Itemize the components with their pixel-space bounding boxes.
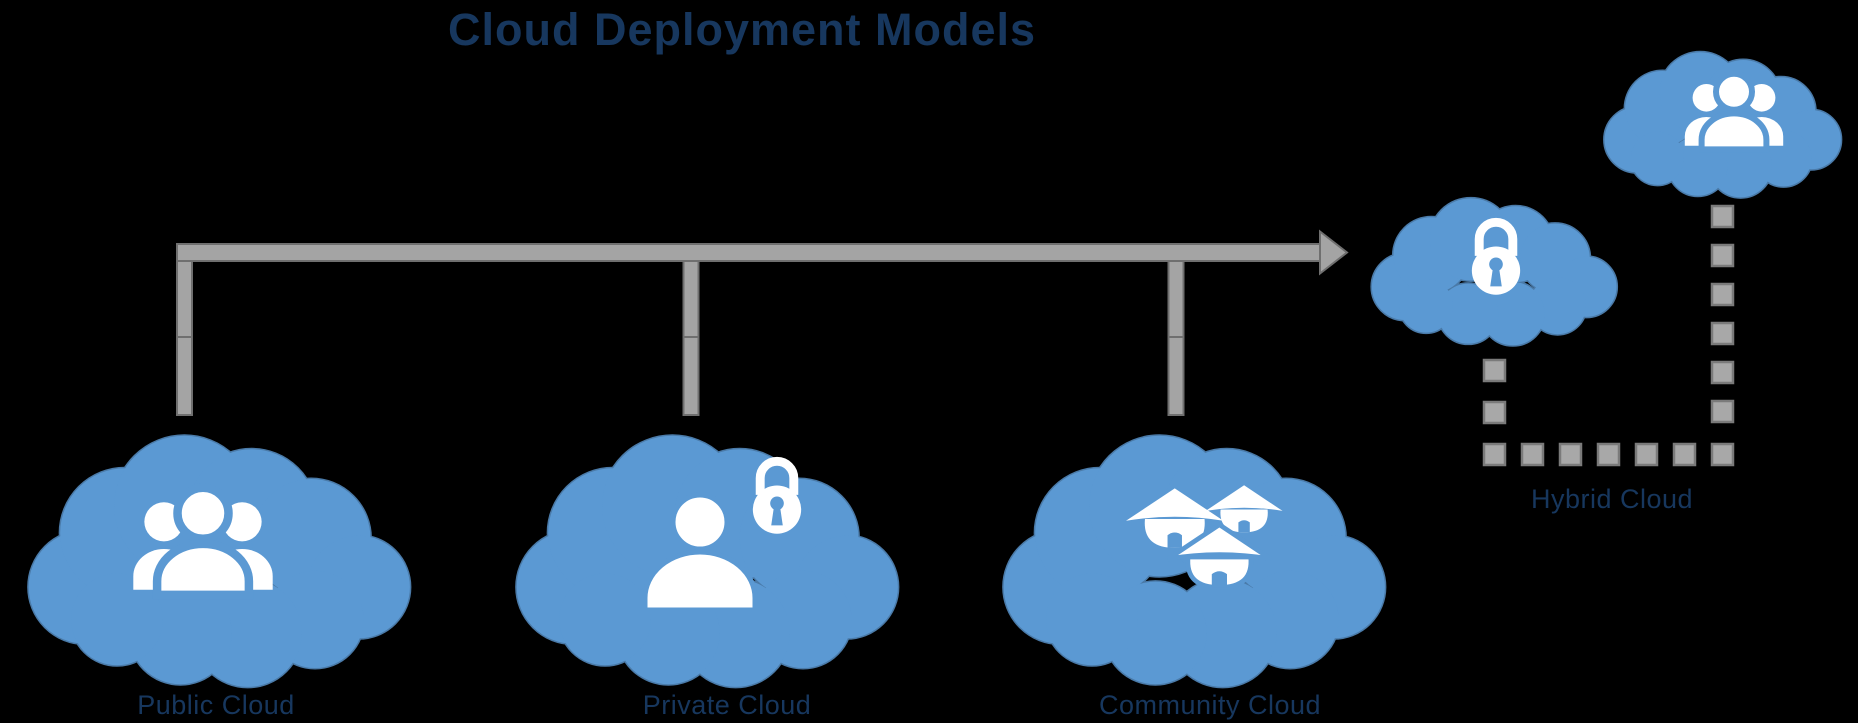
branch-connector-3 [1167,260,1185,416]
solid-arrow-connector [176,229,1349,416]
branch-connector-2 [682,260,700,416]
public-cloud-label: Public Cloud [137,690,295,720]
person-lock-icon [642,456,802,613]
padlock-icon [1471,217,1521,295]
hybrid-dashed-connector [1482,204,1735,467]
houses-icon [1126,485,1283,590]
branch-connector-1 [176,260,193,416]
private-cloud-label: Private Cloud [642,690,812,720]
people-group-icon [133,483,273,600]
people-group-icon [1684,70,1784,153]
private-cloud [515,434,900,689]
hybrid-cloud-label: Hybrid Cloud [1530,484,1694,514]
community-cloud-label: Community Cloud [1098,690,1322,720]
diagram-title: Cloud Deployment Models [447,4,1037,55]
arrowhead-icon [1319,229,1349,276]
